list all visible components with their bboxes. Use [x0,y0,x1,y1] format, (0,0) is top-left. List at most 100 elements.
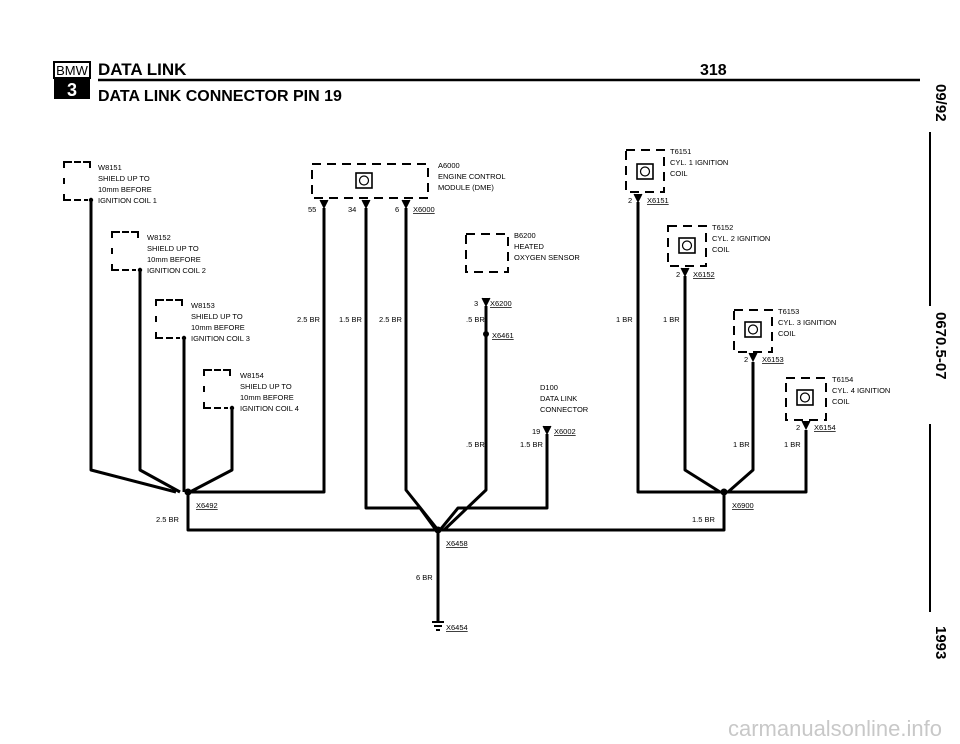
page-number: 318 [700,62,727,79]
shield-w8151-line1: SHIELD UP TO [98,174,150,183]
shield-w8153-line2: 10mm BEFORE [191,323,245,332]
wire-label-1br-c: 1 BR [733,440,750,449]
t6154-id: T6154 [832,375,853,384]
t6152-pin: 2 [676,270,680,279]
splice-x6900-label: X6900 [732,501,754,510]
splice-x6458-label: X6458 [446,539,468,548]
component-a6000: A6000 ENGINE CONTROL MODULE (DME) 55 34 … [308,161,506,214]
wire-label-25br-a: 2.5 BR [297,315,321,324]
wire-label-25br-left: 2.5 BR [156,515,180,524]
shield-w8151-line3: IGNITION COIL 1 [98,196,157,205]
d100-pin: 19 [532,427,540,436]
shield-w8153-line3: IGNITION COIL 3 [191,334,250,343]
component-t6153: T6153 CYL. 3 IGNITION COIL 2 X6153 [733,307,836,364]
b6200-line1: HEATED [514,242,544,251]
splice-x6492-label: X6492 [196,501,218,510]
d100-line1: DATA LINK [540,394,577,403]
b6200-pin: 3 [474,299,478,308]
shield-w8154-id: W8154 [240,371,264,380]
wire-label-1br-d: 1 BR [784,440,801,449]
shield-w8152-id: W8152 [147,233,171,242]
wire-label-1br-b: 1 BR [663,315,680,324]
t6154-connector: X6154 [814,423,836,432]
t6152-id: T6152 [712,223,733,232]
shield-w8154: W8154 SHIELD UP TO 10mm BEFORE IGNITION … [203,369,299,413]
t6151-line1: CYL. 1 IGNITION [670,158,728,167]
b6200-id: B6200 [514,231,536,240]
component-t6151: T6151 CYL. 1 IGNITION COIL 2 X6151 [625,147,728,205]
t6153-id: T6153 [778,307,799,316]
d100-connector: X6002 [554,427,576,436]
wire-label-5br-a: .5 BR [466,315,485,324]
page-title: DATA LINK [98,60,187,79]
a6000-pin-55: 55 [308,205,316,214]
component-t6152: T6152 CYL. 2 IGNITION COIL 2 X6152 [667,223,770,279]
splice-x6461-label: X6461 [492,331,514,340]
ecu-icon [355,172,373,189]
t6153-line2: COIL [778,329,796,338]
wire-label-6br: 6 BR [416,573,433,582]
t6152-line1: CYL. 2 IGNITION [712,234,770,243]
shield-w8154-line2: 10mm BEFORE [240,393,294,402]
shield-w8153: W8153 SHIELD UP TO 10mm BEFORE IGNITION … [155,299,250,343]
d100-line2: CONNECTOR [540,405,589,414]
t6154-line2: COIL [832,397,850,406]
side-doc-code: 0670.5-07 [932,312,949,380]
component-b6200: B6200 HEATED OXYGEN SENSOR 3 X6200 [465,231,580,308]
splice-x6458-dot [434,526,442,534]
t6152-connector: X6152 [693,270,715,279]
component-d100: D100 DATA LINK CONNECTOR 19 X6002 [532,383,589,436]
wire-label-5br-b: .5 BR [466,440,485,449]
shield-w8151: W8151 SHIELD UP TO 10mm BEFORE IGNITION … [63,161,157,205]
shield-w8152: W8152 SHIELD UP TO 10mm BEFORE IGNITION … [111,231,206,275]
badge-top-text: BMW [56,63,89,78]
t6153-line1: CYL. 3 IGNITION [778,318,836,327]
a6000-pin-34: 34 [348,205,356,214]
coil-icon [636,163,654,180]
wire-label-15br-b: 1.5 BR [520,440,544,449]
page-subtitle: DATA LINK CONNECTOR PIN 19 [98,88,342,105]
side-date: 09/92 [932,84,949,122]
t6154-line1: CYL. 4 IGNITION [832,386,890,395]
t6152-line2: COIL [712,245,730,254]
watermark: carmanualsonline.info [728,716,942,741]
ground-icon [432,621,444,631]
t6154-pin: 2 [796,423,800,432]
shield-w8151-id: W8151 [98,163,122,172]
t6151-line2: COIL [670,169,688,178]
wire-network [89,200,808,622]
component-t6154: T6154 CYL. 4 IGNITION COIL 2 X6154 [785,375,890,432]
splice-x6461-dot [483,331,489,337]
a6000-pin-6: 6 [395,205,399,214]
shield-w8154-line1: SHIELD UP TO [240,382,292,391]
t6151-id: T6151 [670,147,691,156]
a6000-line1: ENGINE CONTROL [438,172,506,181]
shield-w8154-line3: IGNITION COIL 4 [240,404,299,413]
a6000-connector: X6000 [413,205,435,214]
coil-icon [796,389,814,406]
a6000-id: A6000 [438,161,460,170]
bmw-badge: BMW 3 [53,61,91,100]
coil-icon [744,321,762,338]
shield-w8151-line2: 10mm BEFORE [98,185,152,194]
wire-label-1br-a: 1 BR [616,315,633,324]
b6200-line2: OXYGEN SENSOR [514,253,580,262]
coil-icon [678,237,696,254]
wire-label-25br-b: 2.5 BR [379,315,403,324]
shield-w8152-line2: 10mm BEFORE [147,255,201,264]
ground-label: X6454 [446,623,468,632]
a6000-line2: MODULE (DME) [438,183,494,192]
t6153-pin: 2 [744,355,748,364]
splice-x6492-dot [184,488,192,496]
shield-w8153-id: W8153 [191,301,215,310]
splice-x6900-dot [720,488,728,496]
badge-bottom-text: 3 [67,80,77,100]
t6151-pin: 2 [628,196,632,205]
shield-w8152-line3: IGNITION COIL 2 [147,266,206,275]
b6200-connector: X6200 [490,299,512,308]
shield-w8153-line1: SHIELD UP TO [191,312,243,321]
d100-id: D100 [540,383,558,392]
side-year: 1993 [932,626,949,659]
wire-label-15br-a: 1.5 BR [339,315,363,324]
